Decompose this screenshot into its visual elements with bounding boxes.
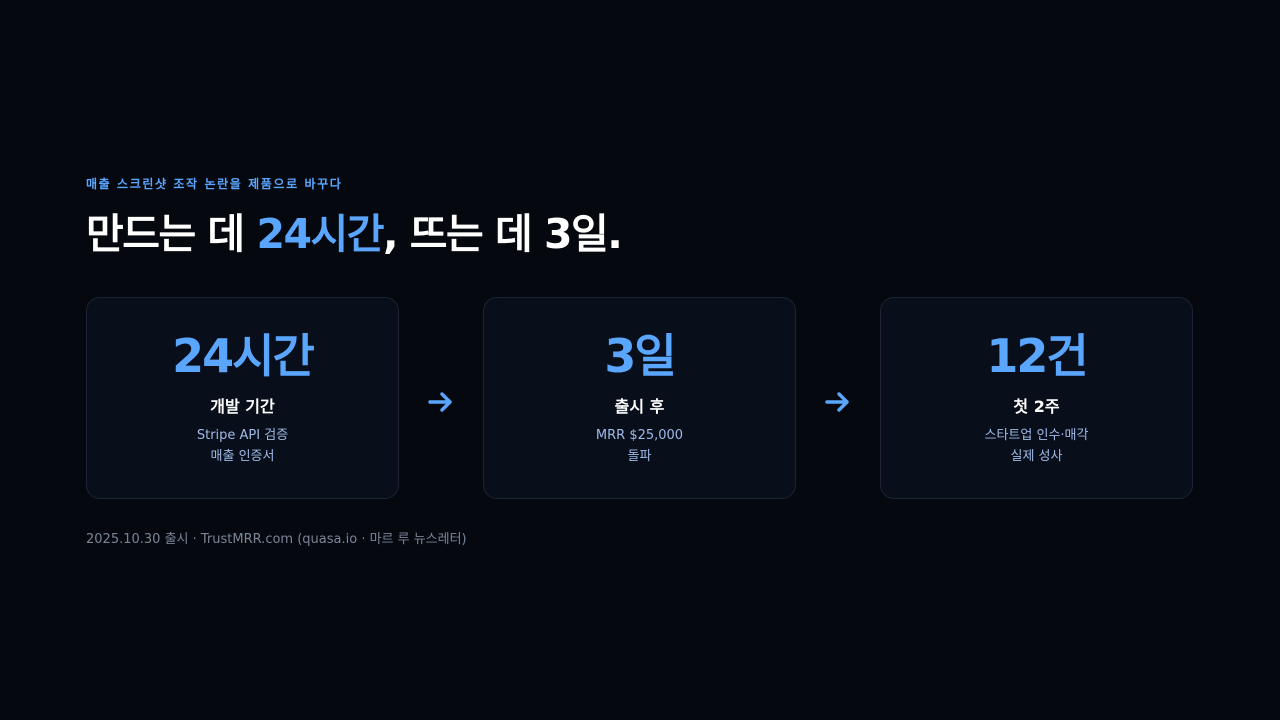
stat-description: MRR $25,000 돌파 xyxy=(484,425,795,467)
stat-label: 첫 2주 xyxy=(1013,397,1060,416)
stat-description-line-1: Stripe API 검증 xyxy=(196,428,289,443)
footnote-source: 2025.10.30 출시 · TrustMRR.com (quasa.io ·… xyxy=(86,532,467,547)
stat-description: Stripe API 검증 매출 인증서 xyxy=(87,425,398,467)
headline: 만드는 데 24시간, 뜨는 데 3일. xyxy=(86,206,623,262)
stat-description-line-2: 매출 인증서 xyxy=(210,449,275,464)
stat-description-line-2: 실제 성사 xyxy=(1010,449,1063,464)
stat-description-line-1: 스타트업 인수·매각 xyxy=(984,428,1089,443)
stat-value: 24시간 xyxy=(172,329,315,383)
arrow-right-icon xyxy=(825,392,849,412)
stat-label: 출시 후 xyxy=(614,397,665,416)
stat-description: 스타트업 인수·매각 실제 성사 xyxy=(881,425,1192,467)
arrow-right-icon xyxy=(428,392,452,412)
stat-card-first-two-weeks: 12건 첫 2주 스타트업 인수·매각 실제 성사 xyxy=(880,297,1193,499)
eyebrow-text: 매출 스크린샷 조작 논란을 제품으로 바꾸다 xyxy=(86,177,343,191)
stat-value: 12건 xyxy=(986,329,1088,383)
headline-accent: 24시간 xyxy=(256,210,384,258)
headline-part-1: 만드는 데 xyxy=(86,210,257,258)
stat-description-line-1: MRR $25,000 xyxy=(595,428,684,443)
stat-card-after-launch: 3일 출시 후 MRR $25,000 돌파 xyxy=(483,297,796,499)
stat-description-line-2: 돌파 xyxy=(627,449,652,464)
stat-card-development: 24시간 개발 기간 Stripe API 검증 매출 인증서 xyxy=(86,297,399,499)
stat-label: 개발 기간 xyxy=(210,397,275,416)
headline-part-2: , 뜨는 데 3일. xyxy=(382,210,623,258)
stat-value: 3일 xyxy=(604,329,676,383)
